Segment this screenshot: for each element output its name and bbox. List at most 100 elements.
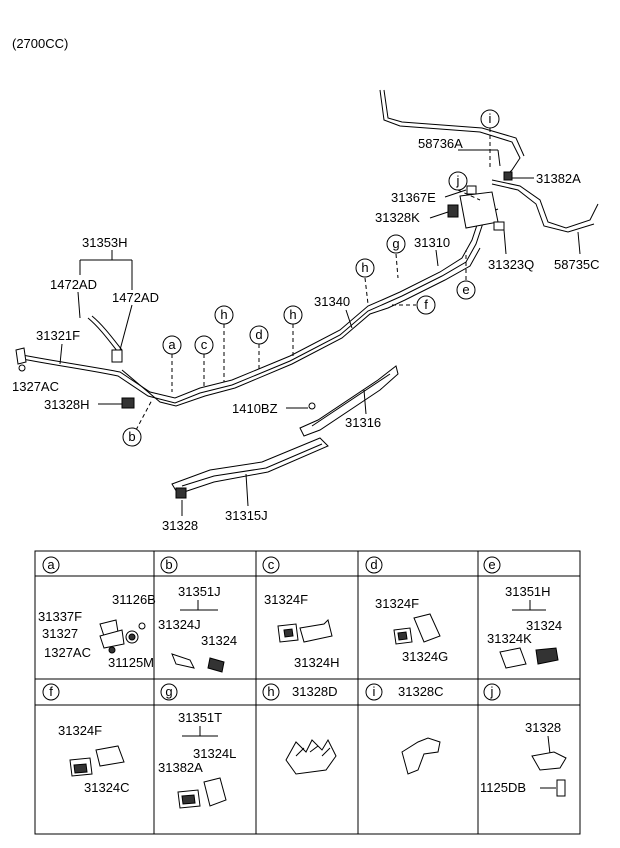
engine-note: (2700CC) [12,36,68,51]
label-1327AC: 1327AC [12,379,59,394]
legend-letter-c: c [268,557,275,572]
marker-e [456,280,476,300]
svg-text:31324: 31324 [201,633,237,648]
svg-text:c: c [201,337,208,352]
svg-text:31351J: 31351J [178,584,221,599]
legend-cell-j: 31328 1125DB [480,720,567,797]
svg-text:31324F: 31324F [58,723,102,738]
clip-31323Q [493,221,505,231]
label-31310: 31310 [414,235,450,250]
svg-text:31351T: 31351T [178,710,222,725]
label-58735C: 58735C [554,257,600,272]
svg-text:31126B: 31126B [112,592,156,607]
svg-text:b: b [128,429,135,444]
protector-31315J [171,437,329,495]
legend-cell-c: 31324F 31324H [264,592,340,670]
svg-text:j: j [456,173,460,188]
marker-a [162,335,182,355]
svg-text:31324G: 31324G [402,649,448,664]
svg-text:31351H: 31351H [505,584,551,599]
label-31315J: 31315J [225,508,268,523]
legend-letter-e: e [488,557,495,572]
legend-cell-h: 31328D [285,684,338,775]
vent-pipe-58735C-b [491,183,595,233]
legend-cell-d: 31324F 31324G [375,596,448,664]
hose-b [91,315,123,351]
clip-31328K [447,204,459,218]
protector-31316-rib [311,373,391,427]
svg-text:31328D: 31328D [292,684,338,699]
svg-text:31125M: 31125M [108,655,154,670]
svg-text:31382A: 31382A [158,760,203,775]
legend-letter-d: d [370,557,377,572]
marker-g [386,234,406,254]
legend-letter-h: h [267,684,274,699]
legend-cell-e: 31351H 31324 31324K [487,584,562,669]
label-31382A: 31382A [536,171,581,186]
legend-letter-j: j [490,684,494,699]
canister-bracket [459,191,499,229]
legend-letters: a b c d e f g h i j [42,556,501,701]
legend-cell-a: 31126B 31337F 31327 1327AC 31125M [38,592,156,670]
label-1472AD-right: 1472AD [112,290,159,305]
legend-letter-f: f [49,684,53,699]
svg-text:h: h [361,260,368,275]
grommet-31367E [466,185,477,195]
marker-h1 [214,305,234,325]
label-31316: 31316 [345,415,381,430]
marker-d [249,325,269,345]
clamp-1472AD [111,349,123,363]
marker-b [122,427,142,447]
svg-text:1125DB: 1125DB [480,780,526,795]
leader-lines [59,149,581,516]
hose-a [87,317,119,353]
svg-text:31324C: 31324C [84,780,130,795]
legend-letter-i: i [373,684,376,699]
svg-text:31324F: 31324F [375,596,419,611]
svg-text:e: e [462,282,469,297]
marker-j [448,171,468,191]
marker-h3 [355,258,375,278]
label-31328K: 31328K [375,210,420,225]
marker-c [194,335,214,355]
svg-text:i: i [489,111,492,126]
svg-text:31324: 31324 [526,618,562,633]
svg-text:31328C: 31328C [398,684,444,699]
svg-text:h: h [220,307,227,322]
part-labels: 58736A 31382A 31367E 31328K 31310 31323Q… [12,136,600,533]
legend-cell-g: 31351T 31324L 31382A [158,710,236,809]
svg-text:1327AC: 1327AC [44,645,91,660]
label-31340: 31340 [314,294,350,309]
svg-text:a: a [168,337,176,352]
label-1472AD-left: 1472AD [50,277,97,292]
clip-31328H [121,397,135,409]
marker-i [480,109,500,129]
label-31321F: 31321F [36,328,80,343]
vent-pipe-58735C [491,179,599,229]
protector-31315J-rib [181,443,323,487]
svg-text:31324K: 31324K [487,631,532,646]
clip-31382A [503,171,513,181]
legend-cell-i: 31328C [398,684,444,775]
svg-text:31328: 31328 [525,720,561,735]
label-31353H: 31353H [82,235,128,250]
legend-cell-b: 31351J 31324J 31324 [158,584,237,673]
marker-f [416,295,436,315]
clip-31328 [175,487,187,499]
front-connector [15,347,27,365]
legend-cell-f: 31324F 31324C [58,723,130,795]
label-31328H: 31328H [44,397,90,412]
legend-letter-a: a [47,557,55,572]
svg-text:f: f [424,297,428,312]
svg-text:g: g [392,236,399,251]
label-31367E: 31367E [391,190,436,205]
legend-letter-b: b [165,557,172,572]
marker-h2 [283,305,303,325]
svg-text:31324J: 31324J [158,617,201,632]
label-58736A: 58736A [418,136,463,151]
vent-pipe-58736A-b [383,89,525,157]
svg-text:h: h [289,307,296,322]
view-leaders [135,128,491,431]
legend-letter-g: g [165,684,172,699]
svg-text:d: d [255,327,262,342]
